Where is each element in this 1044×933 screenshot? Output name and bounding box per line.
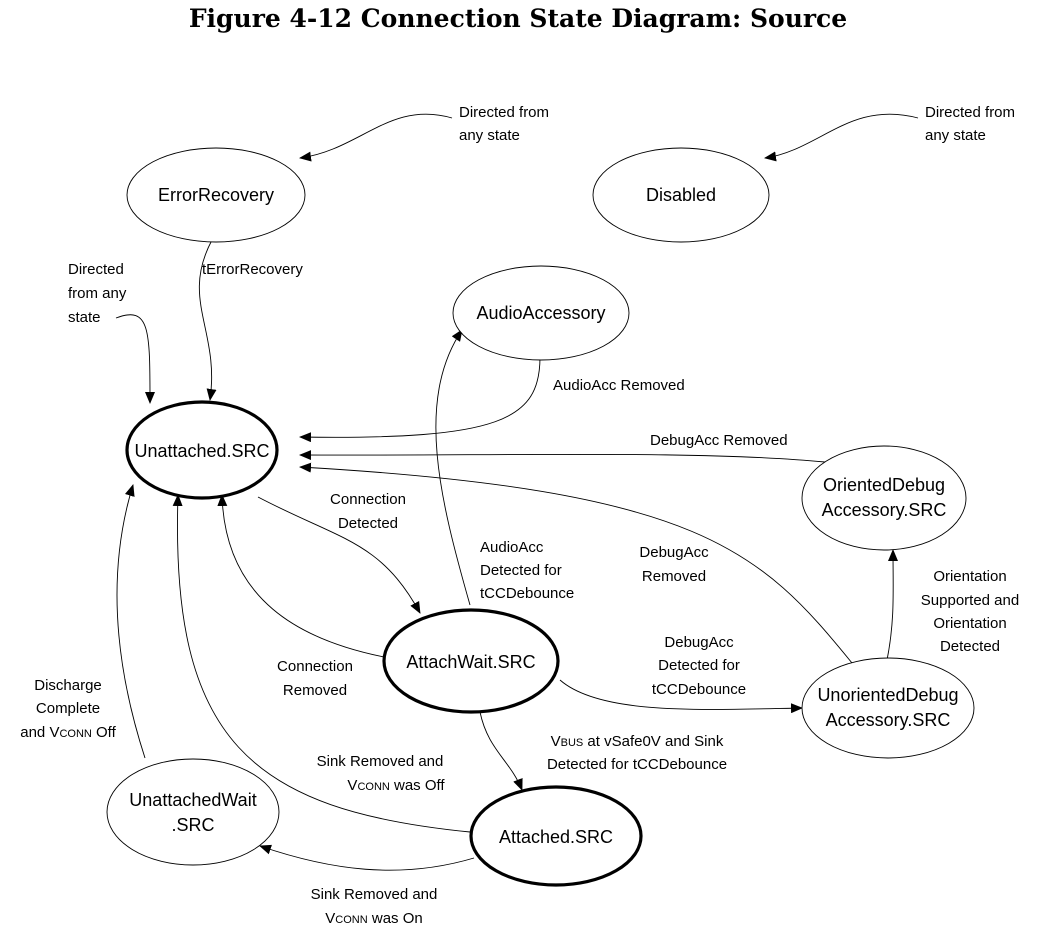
edge-directed-to-disabled bbox=[764, 113, 919, 162]
label-sink-off-2: VCONN was Off bbox=[347, 777, 445, 794]
state-disabled: Disabled bbox=[592, 147, 770, 243]
label-vbus-1: VBUS at vSafe0V and Sink bbox=[551, 733, 724, 750]
state-label: Attached.SRC bbox=[499, 827, 613, 847]
label-connection-removed-2: Removed bbox=[283, 682, 347, 699]
label-directed-disabled-1: Directed from bbox=[925, 104, 1015, 121]
state-label-line-1: UnattachedWait bbox=[129, 790, 256, 810]
label-debugacc-removed-mid-2: Removed bbox=[642, 568, 706, 585]
edge-connection-detected bbox=[257, 496, 421, 614]
label-connection-detected-2: Detected bbox=[338, 515, 398, 532]
label-sink-off-1: Sink Removed and bbox=[317, 753, 444, 770]
edge-directed-to-unattached bbox=[115, 314, 155, 404]
label-debugacc-detected-3: tCCDebounce bbox=[652, 681, 746, 698]
figure-title: Figure 4-12 Connection State Diagram: So… bbox=[189, 4, 847, 33]
state-label-line-1: OrientedDebug bbox=[823, 475, 945, 495]
label-audioacc-detected-1: AudioAcc bbox=[480, 539, 544, 556]
label-directed-error-2: any state bbox=[459, 127, 520, 144]
label-sink-on-1: Sink Removed and bbox=[311, 886, 438, 903]
label-vbus-2: Detected for tCCDebounce bbox=[547, 756, 727, 773]
edge-orientation-detected bbox=[886, 549, 899, 661]
label-discharge-3: and VCONN Off bbox=[20, 724, 116, 741]
state-unoriented-debug-accessory: UnorientedDebug Accessory.SRC bbox=[801, 657, 975, 759]
label-orientation-4: Detected bbox=[940, 638, 1000, 655]
label-directed-disabled-2: any state bbox=[925, 127, 986, 144]
state-label-line-1: UnorientedDebug bbox=[817, 685, 958, 705]
label-orientation-3: Orientation bbox=[933, 615, 1006, 632]
edge-audioacc-detected bbox=[435, 329, 471, 606]
label-connection-detected-1: Connection bbox=[330, 491, 406, 508]
label-audioacc-detected-2: Detected for bbox=[480, 562, 562, 579]
edge-error-recovery-to-unattached bbox=[198, 239, 217, 401]
label-discharge-2: Complete bbox=[36, 700, 100, 717]
state-label: Unattached.SRC bbox=[134, 441, 269, 461]
label-directed-unattached-2: from any bbox=[68, 285, 127, 302]
label-directed-error-1: Directed from bbox=[459, 104, 549, 121]
edge-debugacc-detected bbox=[559, 679, 803, 714]
state-attachwait-src: AttachWait.SRC bbox=[382, 608, 560, 714]
label-audioacc-detected-3: tCCDebounce bbox=[480, 585, 574, 602]
label-debugacc-removed-top: DebugAcc Removed bbox=[650, 432, 788, 449]
edge-unoriented-debug-removed bbox=[299, 462, 853, 664]
state-label-line-2: Accessory.SRC bbox=[826, 710, 951, 730]
state-label-line-2: .SRC bbox=[171, 815, 214, 835]
label-debugacc-detected-2: Detected for bbox=[658, 657, 740, 674]
state-unattachedwait-src: UnattachedWait .SRC bbox=[106, 758, 280, 866]
state-label: ErrorRecovery bbox=[158, 185, 274, 205]
label-sink-on-2: VCONN was On bbox=[325, 910, 422, 927]
state-label-line-2: Accessory.SRC bbox=[822, 500, 947, 520]
label-orientation-2: Supported and bbox=[921, 592, 1019, 609]
edge-sink-removed-vconn-on bbox=[259, 844, 475, 871]
label-directed-unattached-1: Directed bbox=[68, 261, 124, 278]
state-audio-accessory: AudioAccessory bbox=[452, 265, 630, 361]
state-label: AudioAccessory bbox=[476, 303, 605, 323]
label-t-error-recovery: tErrorRecovery bbox=[202, 261, 303, 278]
edge-discharge-complete bbox=[116, 484, 146, 759]
transition-labels: Directed from any state Directed from an… bbox=[20, 104, 1019, 927]
state-attached-src: Attached.SRC bbox=[469, 785, 643, 887]
edge-directed-to-error-recovery bbox=[299, 113, 453, 162]
label-orientation-1: Orientation bbox=[933, 568, 1006, 585]
state-error-recovery: ErrorRecovery bbox=[126, 147, 306, 243]
state-label: Disabled bbox=[646, 185, 716, 205]
edge-vbus-vsafe0v bbox=[479, 711, 523, 791]
transitions bbox=[115, 113, 919, 871]
label-audioacc-removed: AudioAcc Removed bbox=[553, 377, 685, 394]
state-unattached-src: Unattached.SRC bbox=[125, 400, 279, 500]
state-label: AttachWait.SRC bbox=[406, 652, 535, 672]
label-connection-removed-1: Connection bbox=[277, 658, 353, 675]
label-debugacc-detected-1: DebugAcc bbox=[664, 634, 734, 651]
edge-oriented-debug-removed bbox=[299, 450, 826, 463]
label-debugacc-removed-mid-1: DebugAcc bbox=[639, 544, 709, 561]
edge-audio-removed bbox=[299, 356, 541, 443]
label-directed-unattached-3: state bbox=[68, 309, 101, 326]
state-oriented-debug-accessory: OrientedDebug Accessory.SRC bbox=[801, 445, 967, 551]
edge-sink-removed-vconn-off bbox=[172, 494, 471, 833]
edge-connection-removed bbox=[217, 494, 385, 658]
label-discharge-1: Discharge bbox=[34, 677, 102, 694]
